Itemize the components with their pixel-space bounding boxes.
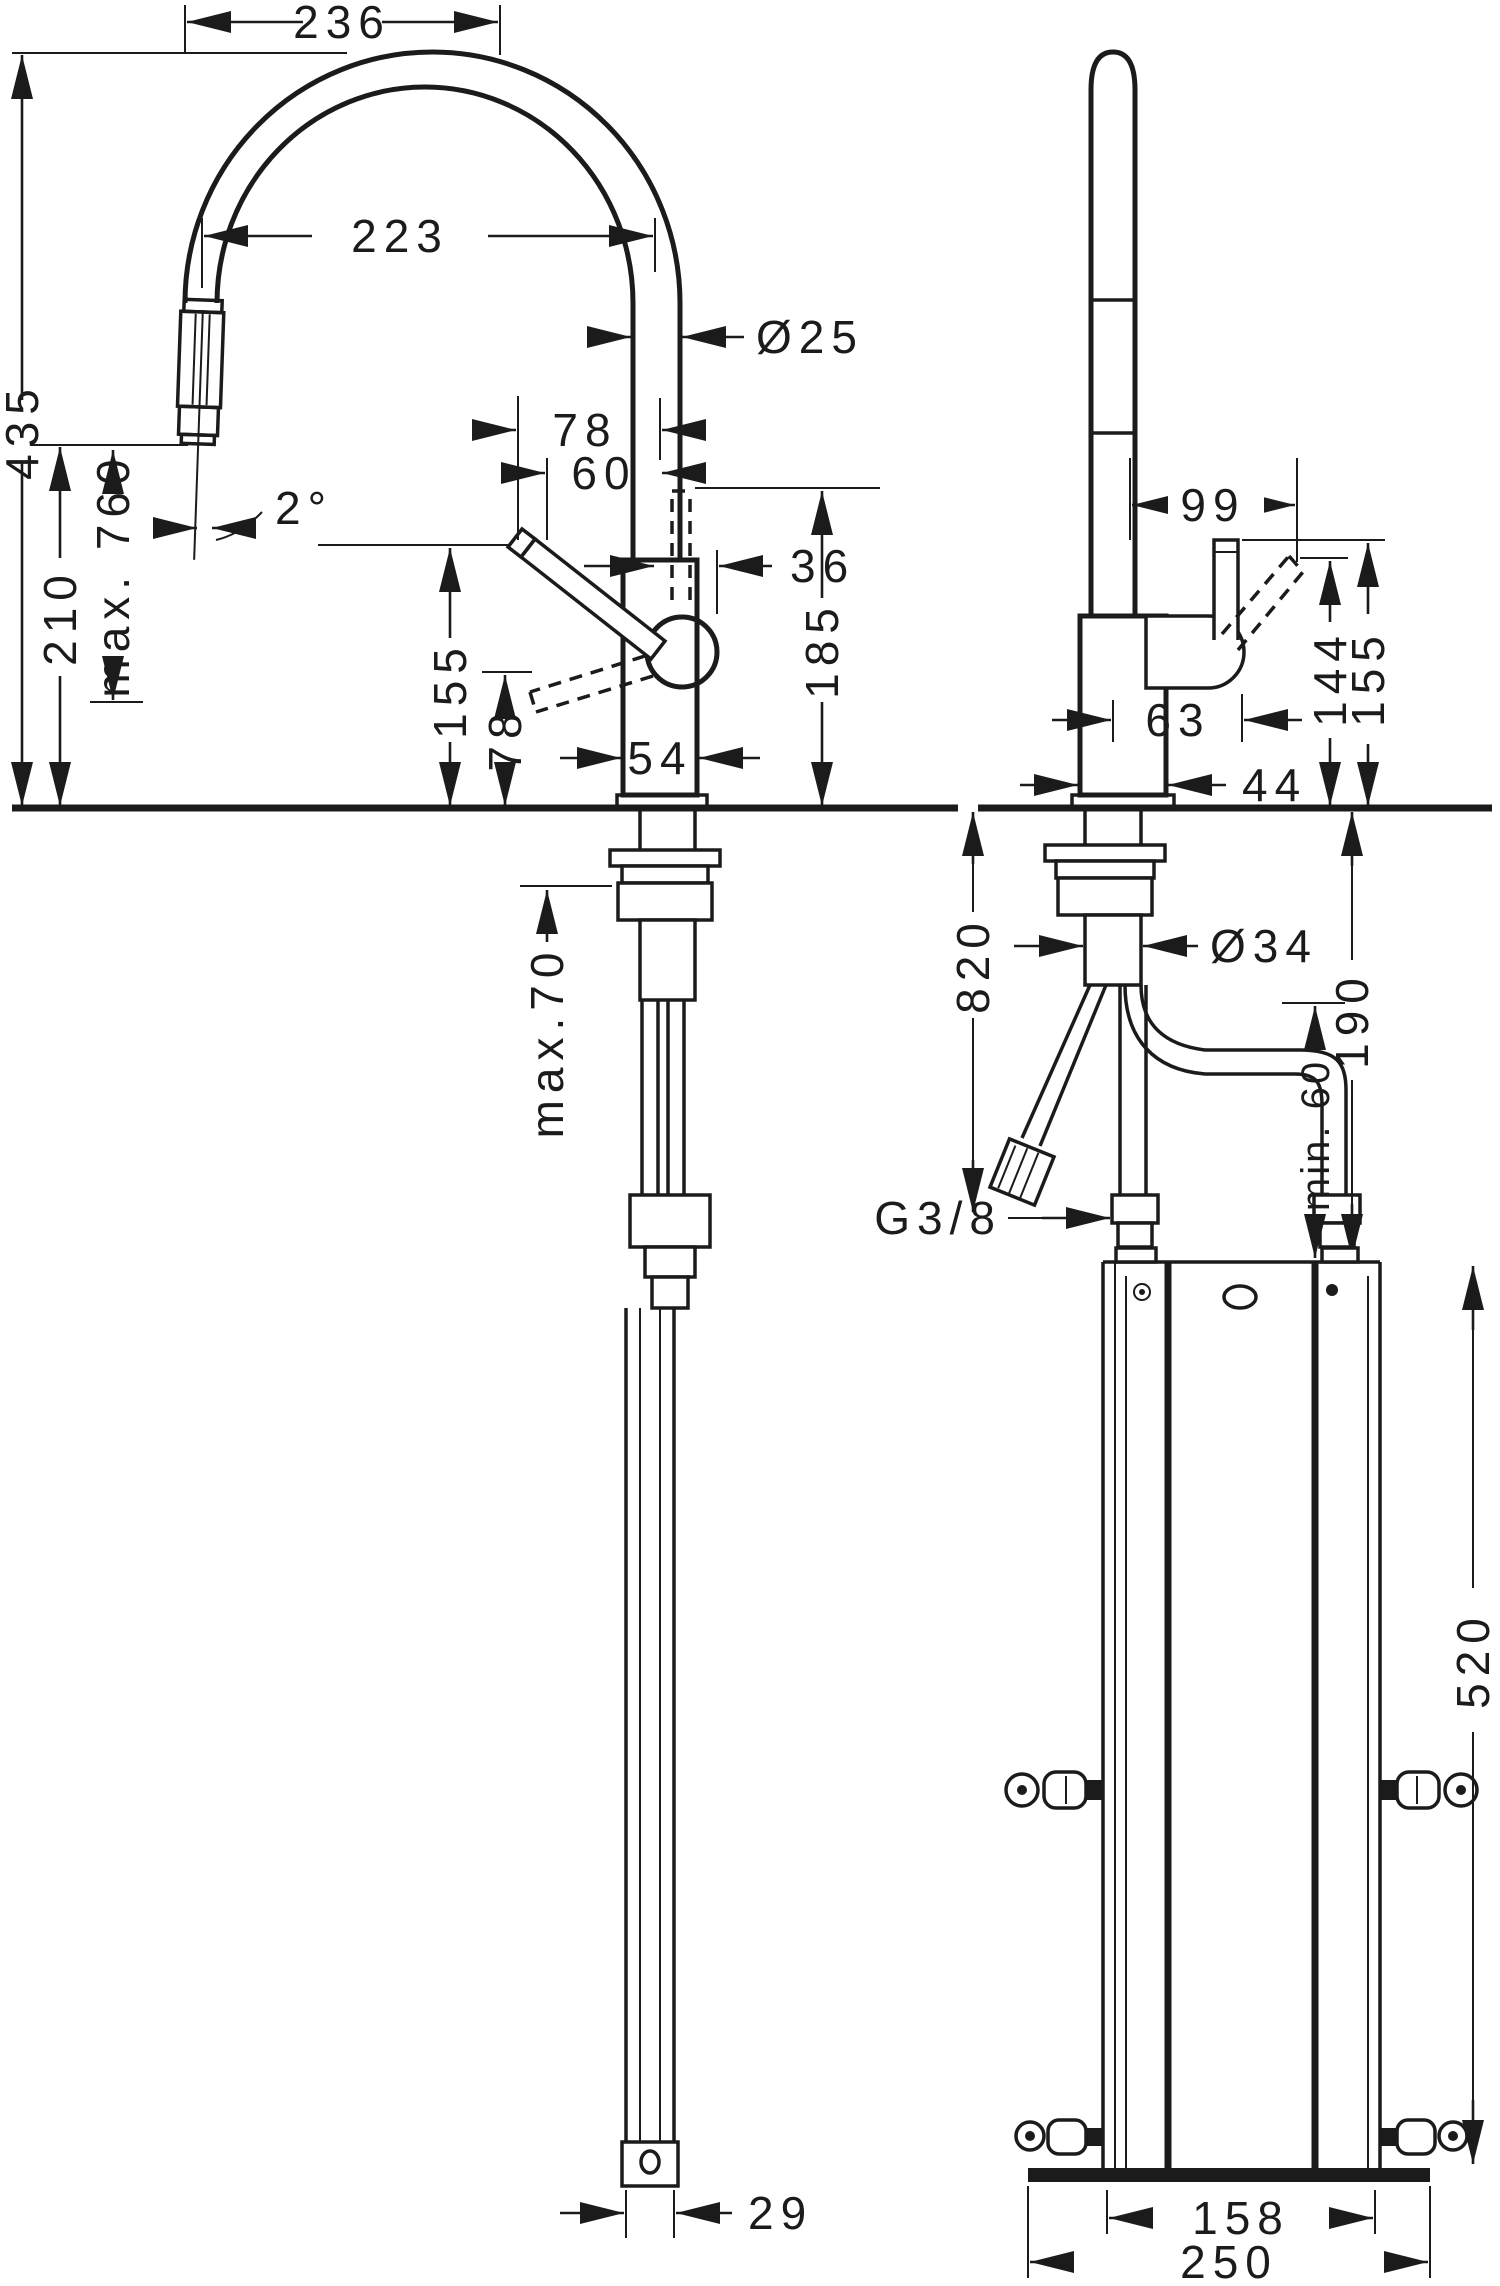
mounting-clip-bottom-right — [1380, 2118, 1469, 2156]
hose-weight — [620, 2140, 680, 2188]
dim-clearance-190: 190 — [1326, 971, 1378, 1069]
dim-hose-length-820: 820 — [947, 916, 999, 1014]
base-plinth-front — [615, 793, 709, 810]
spout-inner-arc — [214, 84, 636, 304]
dim-hose-guide-width: 29 — [748, 2187, 813, 2239]
dim-lever-height: 78 — [479, 706, 531, 771]
dim-handle-reach: 99 — [1180, 479, 1245, 531]
undercounter-front — [608, 808, 722, 2188]
dim-max-counter-thickness: max.70 — [521, 946, 573, 1139]
spout-column-side — [1088, 49, 1138, 616]
handle-position-dashed-up — [670, 489, 692, 600]
dim-base-width: 250 — [1180, 2236, 1278, 2286]
side-view: 99 63 44 144 155 — [874, 49, 1499, 2286]
dim-handle-offset-78: 78 — [552, 404, 617, 456]
dim-max-pullout-length: max. 760 — [87, 452, 139, 697]
dim-shank-diameter: Ø34 — [1210, 920, 1318, 972]
dim-handle-offset-60: 60 — [571, 447, 636, 499]
dim-handle-height-front: 155 — [424, 641, 476, 739]
dim-housing-projection: 63 — [1145, 694, 1210, 746]
dim-body-diameter: 54 — [627, 732, 692, 784]
dim-handle-height-144: 144 — [1304, 629, 1356, 727]
dim-supply-thread: G3/8 — [874, 1192, 1002, 1244]
pullout-spray-head — [175, 297, 226, 560]
dim-spout-reach: 223 — [351, 210, 449, 262]
mounting-clip-mid-left — [1004, 1770, 1103, 1810]
dim-min-clearance-60: min. 60 — [1294, 1059, 1338, 1211]
mounting-clip-mid-right — [1380, 1770, 1479, 1810]
dim-handle-top-height: 185 — [796, 601, 848, 699]
front-view: 2° 236 223 Ø25 78 60 — [0, 0, 958, 2239]
handle-lever-front — [518, 536, 668, 662]
dim-total-height: 435 — [0, 382, 48, 480]
dim-spout-diameter: Ø25 — [756, 311, 864, 363]
installation-box — [1004, 1246, 1479, 2182]
dim-spout-width: 236 — [293, 0, 391, 48]
handle-position-dashed-low — [528, 654, 654, 714]
spout-outer-arc — [182, 49, 683, 304]
mounting-clip-bottom-left — [1014, 2118, 1103, 2156]
dim-base-diameter: 44 — [1242, 759, 1307, 811]
handle-lever-side — [1212, 538, 1240, 640]
dim-swivel-angle: 2° — [275, 482, 333, 534]
base-plinth-side — [1070, 793, 1176, 810]
dim-outlet-height: 210 — [34, 568, 86, 666]
dim-handle-height-155: 155 — [1342, 629, 1394, 727]
dim-box-height: 520 — [1447, 1611, 1499, 1709]
handle-cap-front — [505, 526, 538, 560]
dim-box-width: 158 — [1192, 2192, 1290, 2244]
dim-handle-projection: 36 — [790, 540, 855, 592]
box-base-plate — [1028, 2168, 1430, 2182]
handle-position-dashed-side — [1220, 554, 1305, 652]
